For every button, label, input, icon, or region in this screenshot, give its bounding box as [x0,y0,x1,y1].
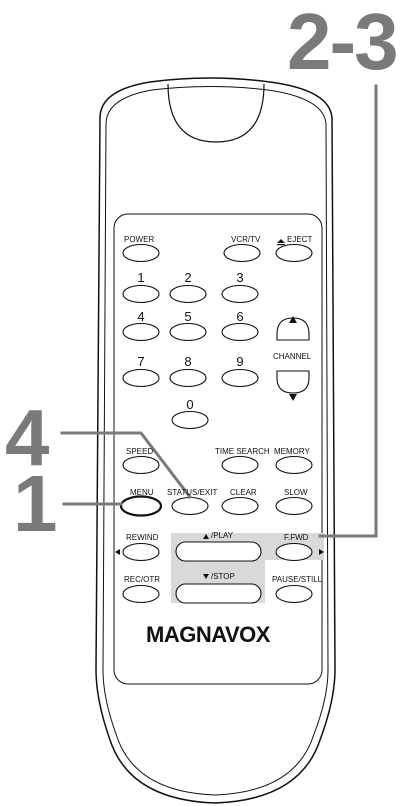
play-button [175,541,262,562]
button-4 [122,322,160,342]
num-1-label: 1 [137,270,145,285]
button-9 [221,368,259,388]
callout-label-4: 4 [5,393,50,482]
remote-body-inner [102,86,329,796]
time-search-button [221,455,259,475]
pause-still-button [275,584,313,604]
remote-body-outline [95,77,336,804]
button-3 [221,284,259,304]
num-4-label: 4 [137,309,145,324]
num-5-label: 5 [184,309,192,324]
play-label: /PLAY [211,531,234,540]
callout-label-1: 1 [13,459,58,548]
button-panel [113,213,323,685]
rewind-button [122,542,160,562]
callout-label-2-3: 2-3 [287,0,399,86]
memory-label: MEMORY [274,447,310,456]
button-0 [171,410,209,430]
channel-up-icon [289,316,297,323]
menu-label: MENU [130,488,154,497]
brand-logo: MAGNAVOX [146,622,270,647]
power-button [122,243,160,263]
power-label: POWER [124,235,155,244]
channel-label: CHANNEL [273,352,312,361]
eject-button [275,243,313,263]
button-5 [169,322,207,342]
stop-triangle-icon [203,574,209,579]
eject-label: EJECT [287,235,313,244]
rec-otr-button [122,584,160,604]
num-0-label: 0 [186,397,194,412]
button-8 [169,368,207,388]
clear-label: CLEAR [230,488,257,497]
vcr-tv-button [223,243,261,263]
button-7 [122,368,160,388]
button-1 [122,284,160,304]
button-2 [169,284,207,304]
speed-label: SPEED [126,447,154,456]
eject-bar-icon [277,244,285,246]
play-triangle-icon [203,534,209,539]
num-9-label: 9 [236,354,244,369]
pause-still-label: PAUSE/STILL [272,575,323,584]
vcr-tv-label: VCR/TV [231,235,261,244]
stop-button [175,583,262,604]
callout-line-4 [60,431,193,500]
ffwd-label: F.FWD [284,533,309,542]
eject-icon [277,239,285,243]
slow-button [275,496,313,516]
time-search-label: TIME SEARCH [215,447,270,456]
stop-label: /STOP [211,572,235,581]
clear-button [221,496,259,516]
ir-window [167,83,265,143]
menu-button [119,495,163,517]
status-exit-button [171,496,209,516]
channel-down-icon [289,394,297,401]
memory-button [275,455,313,475]
num-7-label: 7 [137,354,145,369]
num-6-label: 6 [236,309,244,324]
status-exit-label: STATUS/EXIT [167,488,218,497]
channel-up-button [276,317,310,341]
rewind-label: REWIND [126,533,159,542]
num-2-label: 2 [184,270,192,285]
ffwd-icon [319,549,324,555]
callout-line-2-3 [318,84,378,538]
num-3-label: 3 [236,270,244,285]
button-6 [221,322,259,342]
num-8-label: 8 [184,354,192,369]
channel-down-button [276,370,310,394]
rewind-icon [115,549,120,555]
rec-otr-label: REC/OTR [124,575,160,584]
slow-label: SLOW [284,488,308,497]
ffwd-button [275,542,313,562]
speed-button [122,455,160,475]
